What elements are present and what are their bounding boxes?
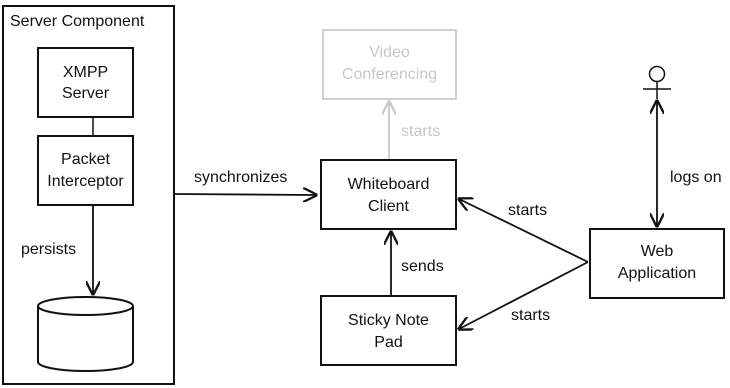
xmpp-server-label-line1: XMPP xyxy=(63,64,108,81)
packet-interceptor-label-line2: Interceptor xyxy=(47,173,124,190)
xmpp-server-node: XMPP Server xyxy=(37,47,134,118)
whiteboard-client-label-line2: Client xyxy=(368,198,409,215)
whiteboard-client-label-line1: Whiteboard xyxy=(348,176,430,193)
sends-label: sends xyxy=(401,258,444,275)
starts-sticky-arrow xyxy=(459,261,589,329)
web-application-label-line2: Application xyxy=(618,265,696,282)
video-conferencing-label-line2: Conferencing xyxy=(342,66,437,83)
starts-whiteboard-arrow xyxy=(459,199,589,263)
video-conferencing-label-line1: Video xyxy=(369,44,410,61)
video-conferencing-node: Video Conferencing xyxy=(322,29,457,100)
persists-label: persists xyxy=(21,241,76,258)
starts-whiteboard-label: starts xyxy=(508,202,547,219)
xmpp-server-label-line2: Server xyxy=(62,85,110,102)
starts-video-label: starts xyxy=(401,123,440,140)
user-actor-icon xyxy=(643,65,671,99)
sticky-note-pad-label-line1: Sticky Note xyxy=(348,312,429,329)
server-component-title: Server Component xyxy=(10,13,145,30)
synchronizes-arrow xyxy=(174,194,316,195)
sticky-note-pad-label-line2: Pad xyxy=(374,334,402,351)
database-icon xyxy=(37,296,134,372)
starts-sticky-label: starts xyxy=(511,307,550,324)
sticky-note-pad-node: Sticky Note Pad xyxy=(320,295,457,366)
packet-interceptor-node: Packet Interceptor xyxy=(37,135,134,206)
whiteboard-client-node: Whiteboard Client xyxy=(320,159,457,230)
web-application-node: Web Application xyxy=(589,228,725,299)
synchronizes-label: synchronizes xyxy=(194,169,287,186)
packet-interceptor-label-line1: Packet xyxy=(61,151,110,168)
logs-on-label: logs on xyxy=(670,169,722,186)
web-application-label-line1: Web xyxy=(641,243,674,260)
